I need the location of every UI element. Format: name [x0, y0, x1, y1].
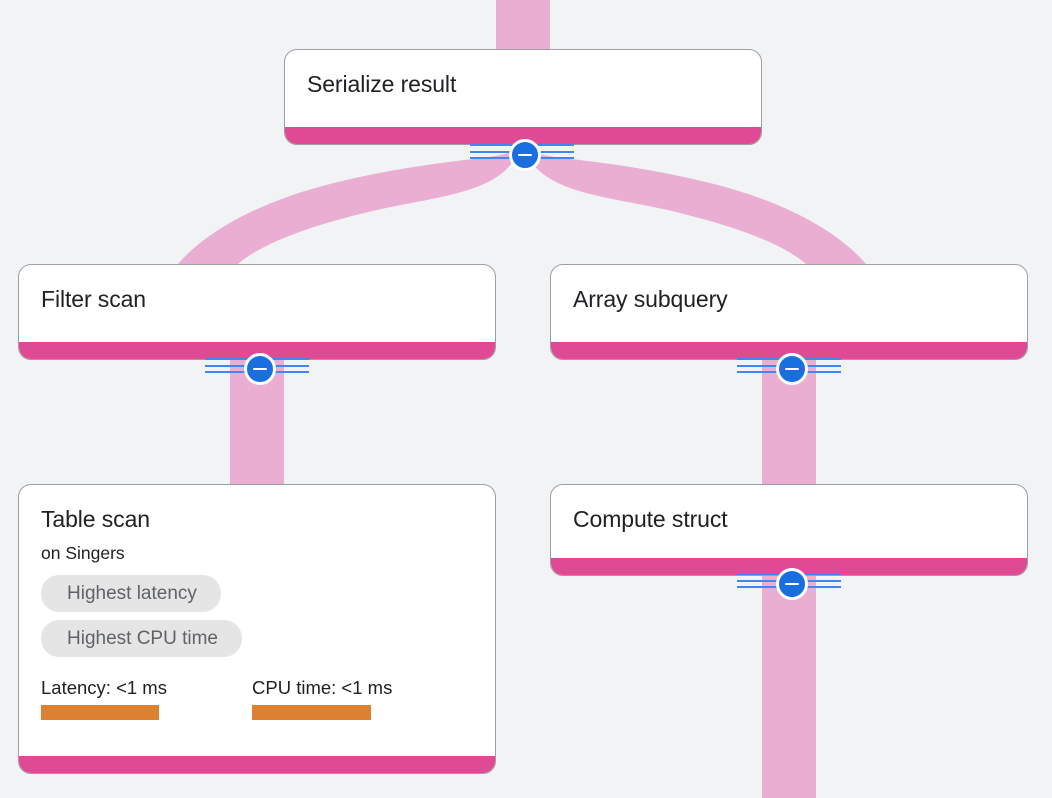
toggle-filter-scan[interactable] [205, 350, 309, 385]
node-compute-struct-body: Compute struct [551, 485, 1027, 575]
node-title: Table scan [41, 506, 150, 532]
collapse-minus-icon[interactable] [776, 568, 808, 600]
metric-latency-bar [41, 705, 159, 720]
node-title: Compute struct [573, 506, 728, 532]
node-table-scan[interactable]: Table scan on Singers Highest latency Hi… [18, 484, 496, 774]
node-table-scan-body: Table scan on Singers Highest latency Hi… [19, 485, 495, 773]
node-accent-bar [285, 127, 761, 144]
node-accent-bar [19, 756, 495, 773]
edge-compute-struct-child [762, 576, 816, 798]
metric-latency: Latency: <1 ms [41, 677, 241, 720]
node-filter-scan-body: Filter scan [19, 265, 495, 359]
node-title: Serialize result [307, 71, 457, 97]
toggle-serialize-result[interactable] [470, 136, 574, 171]
metric-cpu-time-bar [252, 705, 371, 720]
collapse-minus-icon[interactable] [509, 139, 541, 171]
toggle-array-subquery[interactable] [737, 350, 841, 385]
node-array-subquery[interactable]: Array subquery [550, 264, 1028, 360]
collapse-minus-icon[interactable] [776, 353, 808, 385]
toggle-compute-struct[interactable] [737, 565, 841, 600]
node-serialize-result[interactable]: Serialize result [284, 49, 762, 145]
metric-latency-label: Latency: <1 ms [41, 677, 167, 698]
node-accent-bar [551, 558, 1027, 575]
edge-incoming-serialize-result [496, 0, 550, 52]
node-accent-bar [551, 342, 1027, 359]
node-filter-scan[interactable]: Filter scan [18, 264, 496, 360]
node-subtitle: on Singers [41, 543, 125, 563]
status-badge-highest-cpu-time: Highest CPU time [41, 620, 242, 657]
metric-cpu-time: CPU time: <1 ms [252, 677, 472, 720]
collapse-minus-icon[interactable] [244, 353, 276, 385]
node-compute-struct[interactable]: Compute struct [550, 484, 1028, 576]
metric-cpu-time-label: CPU time: <1 ms [252, 677, 393, 698]
node-title: Array subquery [573, 286, 728, 312]
node-accent-bar [19, 342, 495, 359]
status-badge-highest-latency: Highest latency [41, 575, 221, 612]
node-badge-list: Highest latency Highest CPU time [41, 575, 495, 657]
node-title: Filter scan [41, 286, 146, 312]
node-serialize-result-body: Serialize result [285, 50, 761, 144]
